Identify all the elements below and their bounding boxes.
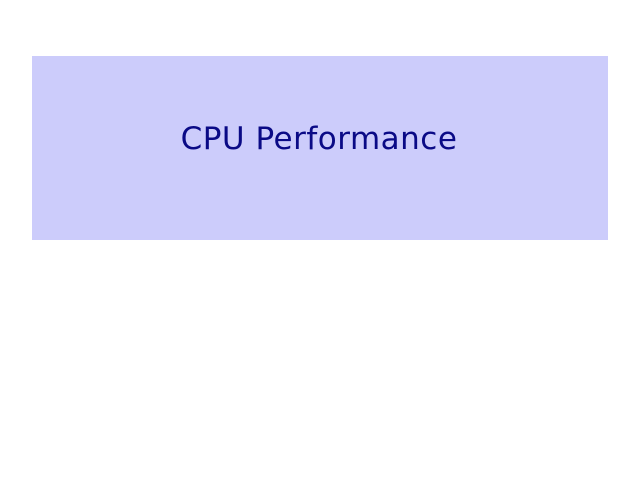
title-box: CPU Performance	[32, 56, 608, 240]
slide-title: CPU Performance	[180, 121, 458, 157]
